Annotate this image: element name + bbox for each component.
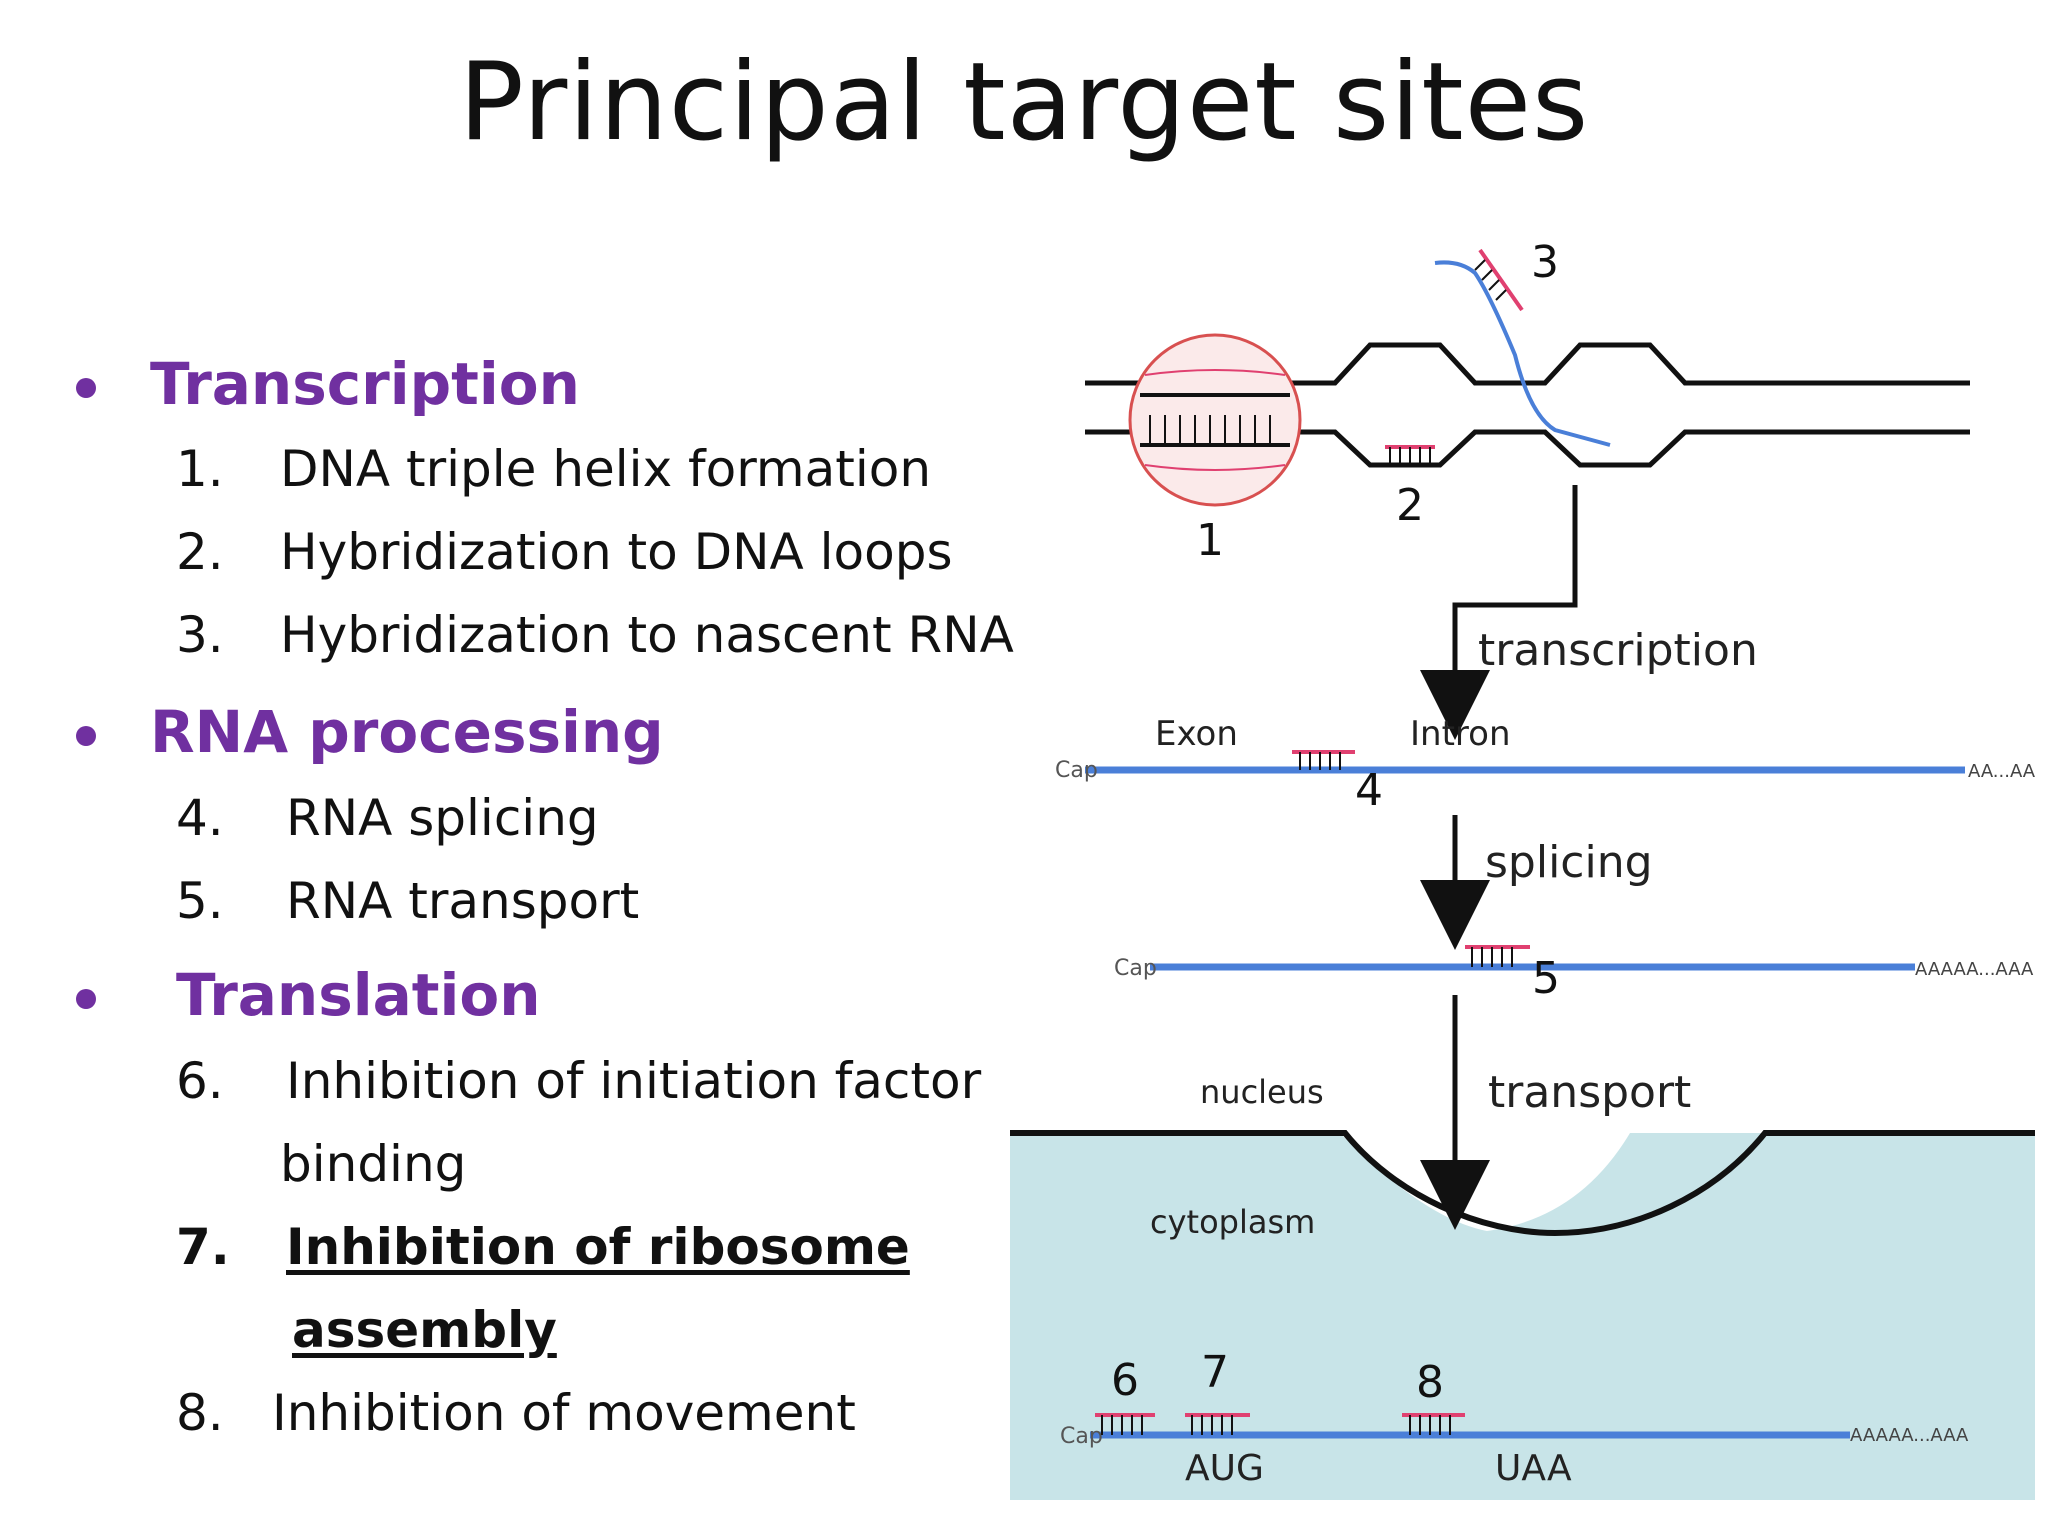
stop-codon-label: UAA — [1495, 1448, 1572, 1489]
site-label-7: 7 — [1201, 1347, 1229, 1398]
step-label-transcription: transcription — [1478, 625, 1758, 676]
item-number: 3. — [176, 606, 224, 664]
item-number: 7. — [176, 1218, 230, 1276]
site-label-6: 6 — [1111, 1355, 1139, 1406]
loop-oligo-site — [1385, 445, 1435, 465]
item-number: 4. — [176, 789, 224, 847]
item-text-highlighted: Inhibition of ribosome — [286, 1218, 910, 1276]
splice-oligo-site — [1292, 750, 1355, 770]
mrna-cap-label: Cap — [1114, 956, 1157, 981]
site-label-5: 5 — [1532, 953, 1560, 1004]
step-label-transport: transport — [1488, 1067, 1691, 1118]
item-text-highlighted-continued: assembly — [292, 1301, 557, 1359]
cytoplasmic-mrna-cap-label: Cap — [1060, 1424, 1103, 1449]
site-label-2: 2 — [1396, 480, 1424, 531]
item-text-continued: binding — [280, 1135, 467, 1193]
pre-mrna-cap-label: Cap — [1055, 758, 1098, 783]
item-text: Hybridization to DNA loops — [280, 523, 953, 581]
ribosome-assembly-oligo-site — [1185, 1413, 1250, 1435]
bullet-list: Transcription 1. DNA triple helix format… — [0, 0, 1014, 1536]
section-heading-translation: Translation — [176, 961, 541, 1029]
site-label-3: 3 — [1531, 237, 1559, 288]
mrna-tail-label: AAAAA...AAA — [1915, 959, 2034, 980]
item-text: RNA splicing — [286, 789, 599, 847]
item-text: Inhibition of initiation factor — [286, 1052, 982, 1110]
section-heading-rna-processing: RNA processing — [150, 698, 664, 766]
item-number: 6. — [176, 1052, 224, 1110]
start-codon-label: AUG — [1185, 1448, 1264, 1489]
cytoplasm-label: cytoplasm — [1150, 1203, 1315, 1241]
site-label-1: 1 — [1196, 515, 1224, 566]
elongation-oligo-site — [1402, 1413, 1465, 1435]
site-label-8: 8 — [1416, 1357, 1444, 1408]
pre-mrna-intron-label: Intron — [1410, 714, 1511, 754]
cytoplasmic-mrna-tail-label: AAAAA...AAA — [1850, 1425, 1969, 1446]
item-text: DNA triple helix formation — [280, 440, 932, 498]
item-number: 2. — [176, 523, 224, 581]
nuclear-membrane — [1010, 1130, 2035, 1237]
triple-helix-site — [1128, 333, 1302, 507]
nucleus-label: nucleus — [1200, 1073, 1324, 1111]
item-text: RNA transport — [286, 872, 640, 930]
step-label-splicing: splicing — [1485, 837, 1653, 888]
transcription-arrow — [1420, 485, 1578, 740]
pre-mrna-exon-label: Exon — [1155, 714, 1238, 754]
transport-oligo-site — [1465, 945, 1530, 967]
nascent-rna-site — [1434, 248, 1611, 447]
bullet-icon — [76, 989, 96, 1009]
cytoplasm-region — [1010, 1133, 2035, 1500]
pre-mrna-tail-label: AA...AAA — [1968, 761, 2035, 782]
antisense-target-diagram: 1 2 3 transcription Cap Exon Intron AA..… — [1010, 237, 2035, 1500]
item-text: Hybridization to nascent RNA — [280, 606, 1014, 664]
dna-duplex — [1085, 342, 1970, 468]
section-heading-transcription: Transcription — [150, 350, 580, 418]
item-number: 8. — [176, 1384, 224, 1442]
site-label-4: 4 — [1355, 765, 1383, 816]
initiation-oligo-site — [1095, 1413, 1155, 1435]
item-number: 5. — [176, 872, 224, 930]
item-text: Inhibition of movement — [272, 1384, 856, 1442]
bullet-icon — [76, 726, 96, 746]
bullet-icon — [76, 378, 96, 398]
slide-title: Principal target sites — [458, 40, 1590, 165]
item-number: 1. — [176, 440, 224, 498]
